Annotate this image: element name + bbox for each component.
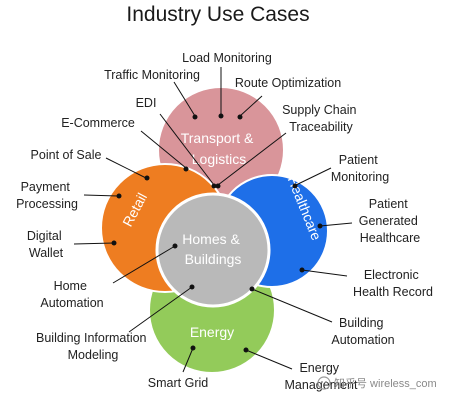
watermark-logo-dot-icon <box>321 381 323 383</box>
line-energy-management <box>245 349 293 370</box>
dot-payment-processing <box>116 193 122 199</box>
label-edi: EDI <box>136 96 157 110</box>
line-home-automation <box>112 245 176 284</box>
watermark-logo-icon <box>317 376 331 390</box>
label-ehr: Electronic Health Record <box>353 268 433 299</box>
homes-sector-label: Homes & Buildings <box>182 231 243 267</box>
dot-patient-monitoring <box>292 183 298 189</box>
dot-smart-grid <box>190 345 196 351</box>
line-traffic-monitoring <box>173 81 196 117</box>
line-ecommerce <box>140 130 187 169</box>
label-ecommerce: E-Commerce <box>61 116 135 130</box>
label-building-automation: Building Automation <box>331 316 394 347</box>
watermark-logo-dot2-icon <box>325 381 327 383</box>
dot-supply-chain <box>215 183 221 189</box>
dot-bim <box>189 284 195 290</box>
label-digital-wallet: Digital Wallet <box>27 229 65 260</box>
line-ehr <box>301 269 348 277</box>
dot-edi <box>211 183 217 189</box>
line-payment-processing <box>83 194 119 197</box>
label-traffic-monitoring: Traffic Monitoring <box>104 68 200 82</box>
energy-sector-label: Energy <box>190 324 234 340</box>
line-patient-generated <box>319 222 353 227</box>
label-patient-generated: Patient Generated Healthcare <box>359 197 422 245</box>
homes-circle <box>155 192 271 308</box>
dot-ehr <box>299 267 305 273</box>
label-bim: Building Information Modeling <box>36 331 150 362</box>
transport-sector-label: Transport & Logistics <box>181 130 258 167</box>
watermark-text: 知乎号 wireless_com <box>334 376 437 390</box>
diagram-title: Industry Use Cases <box>126 3 309 26</box>
label-route-optimization: Route Optimization <box>235 76 341 90</box>
dot-load-monitoring <box>218 113 224 119</box>
line-edi <box>159 113 215 186</box>
label-energy-management: Energy Management <box>285 361 358 392</box>
label-payment-processing: Payment Processing <box>16 180 78 211</box>
dot-digital-wallet <box>111 240 117 246</box>
label-home-automation: Home Automation <box>40 279 103 310</box>
label-patient-monitoring: Patient Monitoring <box>331 153 389 184</box>
dot-patient-generated <box>317 223 323 229</box>
line-supply-chain <box>217 132 287 186</box>
label-supply-chain: Supply Chain Traceability <box>282 103 360 134</box>
leader-dots <box>111 113 323 353</box>
dot-ecommerce <box>183 166 189 172</box>
label-point-of-sale: Point of Sale <box>31 148 102 162</box>
dot-traffic-monitoring <box>192 114 198 120</box>
watermark: 知乎号 wireless_com <box>317 376 437 390</box>
dot-home-automation <box>172 243 178 249</box>
line-building-automation <box>251 288 333 323</box>
line-patient-monitoring <box>295 167 332 186</box>
label-load-monitoring: Load Monitoring <box>182 51 272 65</box>
line-bim <box>128 286 193 333</box>
dot-route-optimization <box>237 114 243 120</box>
dot-point-of-sale <box>144 175 150 181</box>
line-route-optimization <box>239 95 263 117</box>
dot-building-automation <box>249 286 255 292</box>
line-digital-wallet <box>73 242 115 245</box>
label-smart-grid: Smart Grid <box>148 376 208 390</box>
line-smart-grid <box>182 347 194 373</box>
dot-energy-management <box>243 347 249 353</box>
leader-lines <box>73 67 353 373</box>
line-point-of-sale <box>105 157 147 179</box>
